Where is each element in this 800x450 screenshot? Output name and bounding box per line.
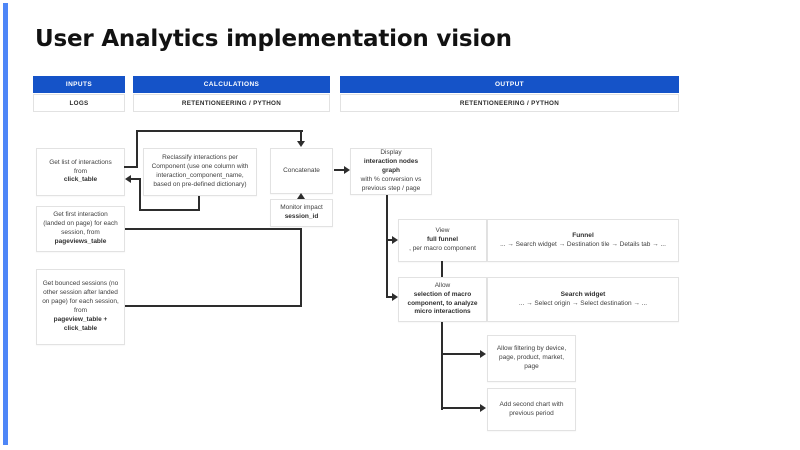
- funnel-example-flow: ... → Search widget → Destination tile →…: [500, 241, 666, 249]
- connector-concat-display: [334, 169, 344, 171]
- column-header-inputs: INPUTS: [33, 76, 125, 93]
- arrowhead-into-viewfunnel: [392, 236, 398, 244]
- connector-reclassify-left: [139, 209, 200, 211]
- arrowhead-into-getlist: [125, 175, 131, 183]
- search-widget-example-title: Search widget: [560, 290, 606, 298]
- connector-getfirst-right: [125, 228, 302, 230]
- connector-reclassify-down: [198, 196, 200, 211]
- connector-getlist-over: [136, 130, 303, 132]
- arrowhead-into-allowselection: [392, 293, 398, 301]
- connector-getbounced-right: [125, 305, 302, 307]
- connector-getlist-up: [136, 130, 138, 168]
- search-widget-example-flow: ... → Select origin → Select destination…: [518, 300, 648, 308]
- column-header-output: OUTPUT: [340, 76, 679, 93]
- node-get-first-interaction: Get first interaction (landed on page) f…: [36, 206, 125, 252]
- node-allow-selection: Allow selection of macro component, to a…: [398, 277, 487, 322]
- column-header-calculations: CALCULATIONS: [133, 76, 330, 93]
- connector-reclassify-in: [131, 178, 141, 180]
- arrowhead-into-secondchart: [480, 404, 486, 412]
- connector-reclassify-up: [139, 179, 141, 211]
- column-subheader-inputs: LOGS: [33, 94, 125, 112]
- node-allow-filtering: Allow filtering by device, page, product…: [487, 335, 576, 382]
- node-get-bounced-sessions: Get bounced sessions (no other session a…: [36, 269, 125, 345]
- connector-branch-viewfunnel: [388, 239, 393, 241]
- arrowhead-into-concatenate: [297, 141, 305, 147]
- connector-allowselection-down: [441, 322, 443, 410]
- node-search-widget-example: Search widget ... → Select origin → Sele…: [487, 277, 679, 322]
- connector-into-concatenate: [300, 130, 302, 142]
- column-subheader-calculations: RETENTIONEERING / PYTHON: [133, 94, 330, 112]
- node-get-list: Get list of interactions from click_tabl…: [36, 148, 125, 196]
- connector-getlist-out: [124, 166, 138, 168]
- node-add-second-chart: Add second chart with previous period: [487, 388, 576, 431]
- connector-viewfunnel-allowselection: [441, 261, 443, 277]
- node-monitor-impact: Monitor impact session_id: [270, 199, 333, 227]
- left-accent-bar: [3, 3, 8, 445]
- funnel-example-title: Funnel: [572, 231, 594, 239]
- node-funnel-example: Funnel ... → Search widget → Destination…: [487, 219, 679, 262]
- connector-join-up: [300, 228, 302, 307]
- arrowhead-into-display: [344, 166, 350, 174]
- node-reclassify: Reclassify interactions per Component (u…: [143, 148, 257, 196]
- node-concatenate: Concatenate: [270, 148, 333, 194]
- column-subheader-output: RETENTIONEERING / PYTHON: [340, 94, 679, 112]
- node-view-full-funnel: View full funnel, per macro component: [398, 219, 487, 262]
- connector-branch-filtering: [443, 353, 481, 355]
- arrowhead-into-filtering: [480, 350, 486, 358]
- node-display-interaction-graph: Display interaction nodes graph with % c…: [350, 148, 432, 195]
- connector-display-down: [386, 195, 388, 298]
- connector-branch-secondchart: [443, 407, 481, 409]
- connector-branch-allowselection: [388, 296, 393, 298]
- slide-title: User Analytics implementation vision: [35, 26, 512, 52]
- arrowhead-monitor-to-concatenate: [297, 193, 305, 199]
